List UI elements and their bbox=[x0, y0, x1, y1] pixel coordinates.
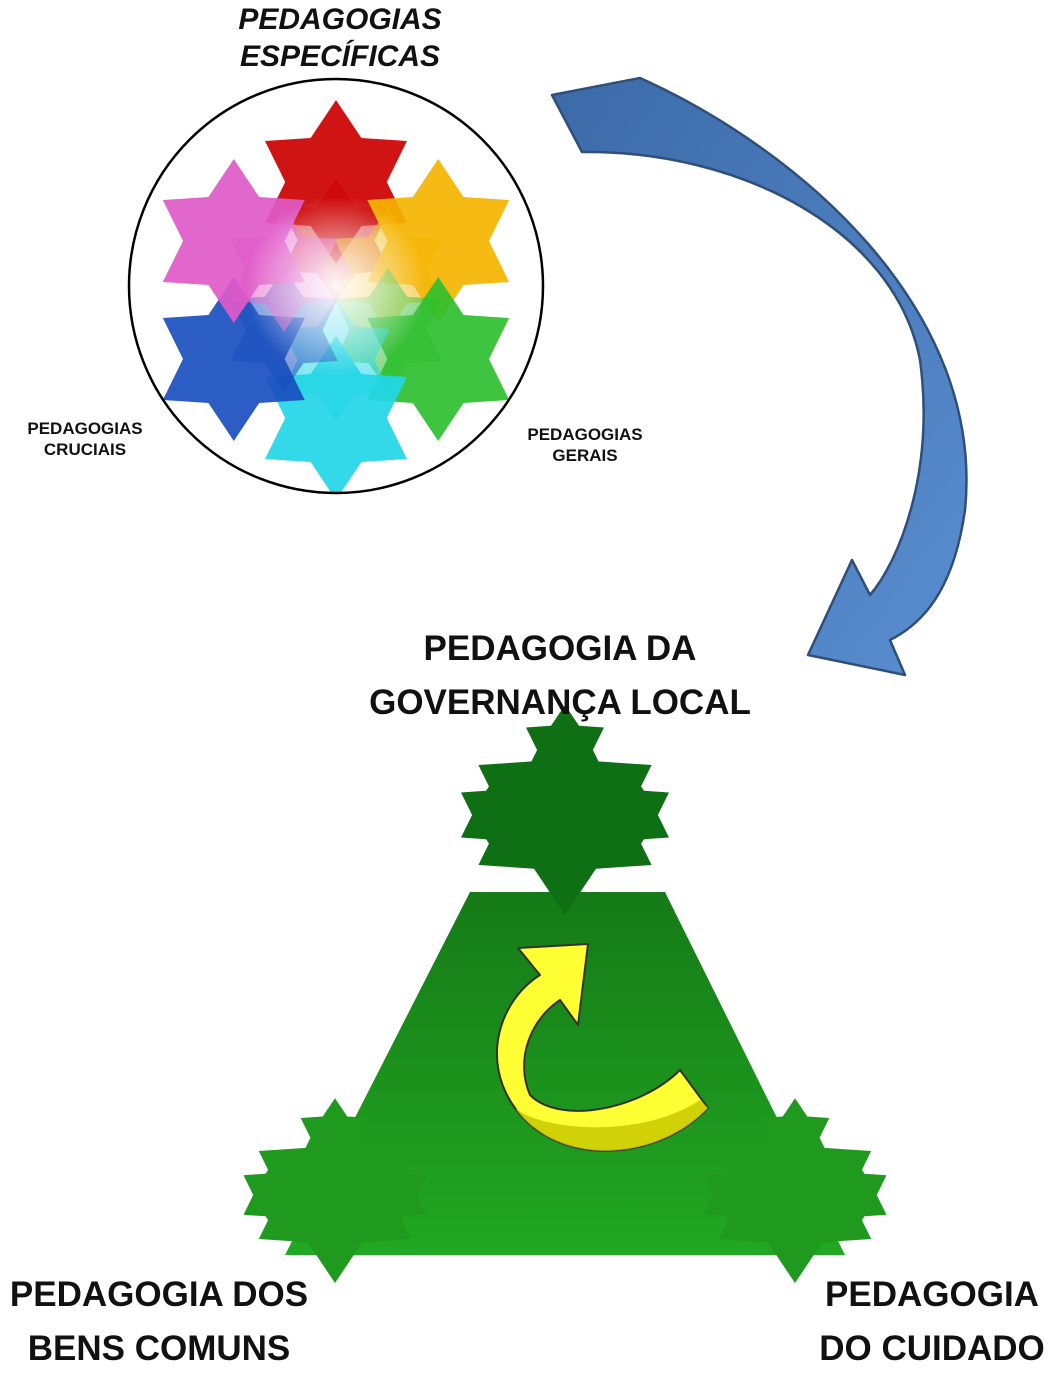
curved-arrow-icon bbox=[550, 76, 968, 677]
koch-snowflake-icon bbox=[162, 100, 510, 493]
top-title-line1: PEDAGOGIAS bbox=[238, 3, 442, 36]
triangle-sub-bump bbox=[526, 705, 604, 795]
triangle-sub-bump bbox=[357, 1155, 427, 1235]
label-do-cuidado: PEDAGOGIA DO CUIDADO bbox=[812, 1268, 1052, 1377]
right-small-line1: PEDAGOGIAS bbox=[527, 425, 643, 444]
triangle-sub-bump bbox=[243, 1155, 313, 1235]
triangle-sub-bump bbox=[591, 770, 669, 860]
center-title-line2: GOVERNANÇA LOCAL bbox=[369, 683, 751, 723]
bottom-right-line2: DO CUIDADO bbox=[819, 1329, 1045, 1369]
triangle-sub-bump bbox=[703, 1155, 773, 1235]
label-bens-comuns: PEDAGOGIA DOS BENS COMUNS bbox=[0, 1268, 318, 1377]
label-pedagogias-gerais: PEDAGOGIAS GERAIS bbox=[510, 425, 660, 466]
bottom-left-line1: PEDAGOGIA DOS bbox=[9, 1275, 309, 1314]
triangle-sub-bump bbox=[300, 1098, 370, 1178]
triangle-corner-bump bbox=[258, 1107, 412, 1283]
center-title: PEDAGOGIA DA GOVERNANÇA LOCAL bbox=[320, 622, 800, 731]
top-title: PEDAGOGIAS ESPECÍFICAS bbox=[200, 2, 480, 75]
label-pedagogias-cruciais: PEDAGOGIAS CRUCIAIS bbox=[10, 419, 160, 460]
triangle-corner-bump bbox=[478, 715, 652, 915]
bottom-left-line2: BENS COMUNS bbox=[27, 1329, 291, 1369]
triangle-sub-bump bbox=[760, 1098, 830, 1178]
triangle-sub-bump bbox=[461, 770, 539, 860]
cycle-arrow-shadow bbox=[515, 1100, 708, 1151]
bottom-right-line1: PEDAGOGIA bbox=[825, 1275, 1039, 1314]
snowflake-frame-circle bbox=[127, 77, 545, 495]
triangle-corner-bump bbox=[718, 1107, 872, 1283]
left-small-line1: PEDAGOGIAS bbox=[27, 419, 143, 438]
triangle-sub-bump bbox=[817, 1155, 887, 1235]
top-title-line2: ESPECÍFICAS bbox=[239, 39, 441, 73]
left-small-line2: CRUCIAIS bbox=[43, 439, 127, 459]
center-title-line1: PEDAGOGIA DA bbox=[423, 629, 697, 668]
right-small-line2: GERAIS bbox=[552, 445, 618, 465]
green-triangle-icon bbox=[243, 705, 887, 1283]
